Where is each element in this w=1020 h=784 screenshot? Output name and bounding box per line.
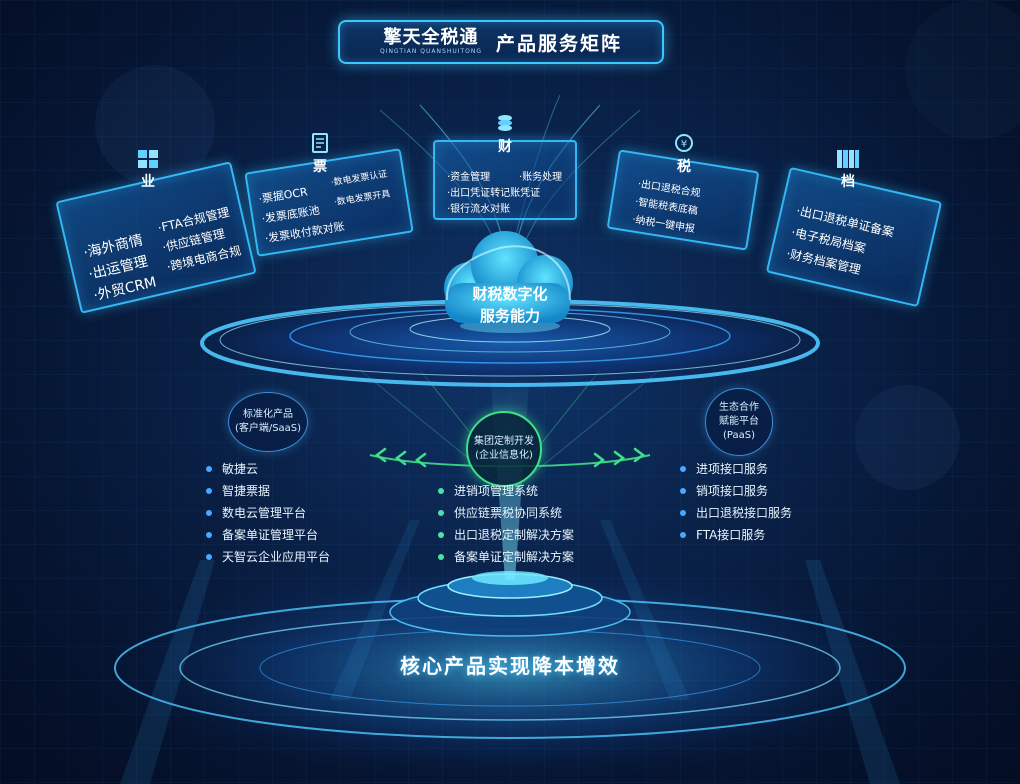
tag-label: 税 — [677, 159, 691, 175]
bullet-dot — [438, 532, 444, 538]
circle-line: 标准化产品 — [243, 409, 293, 420]
tag-label: 业 — [141, 174, 155, 190]
bullet-dot — [438, 554, 444, 560]
bullet-dot — [438, 488, 444, 494]
list-item: 进销项管理系统 — [438, 480, 574, 502]
tag-business: 业 — [136, 148, 160, 191]
bullet-dot — [206, 554, 212, 560]
circle-line: (PaaS) — [723, 430, 755, 441]
bullet-dot — [680, 510, 686, 516]
bullet-dot — [206, 488, 212, 494]
coin-stack-icon — [493, 113, 517, 135]
list-item: 天智云企业应用平台 — [206, 546, 330, 568]
circle-line: 赋能平台 — [719, 416, 759, 427]
list-item: 智捷票据 — [206, 480, 330, 502]
brand-name: 擎天全税通 — [383, 27, 479, 48]
background-bubble — [905, 0, 1020, 140]
cloud-shape — [444, 231, 573, 323]
panel-item: ·数电发票开具 — [333, 189, 392, 209]
list-item: 出口退税定制解决方案 — [438, 524, 574, 546]
panel-item: ·账务处理 — [519, 172, 563, 183]
list-group-custom: 进销项管理系统 供应链票税协同系统 出口退税定制解决方案 备案单证定制解决方案 — [438, 480, 574, 568]
circle-group-custom: 集团定制开发 (企业信息化) — [466, 411, 542, 487]
cloud-line: 财税数字化 — [472, 285, 548, 303]
bullet-dot — [206, 532, 212, 538]
circle-line: 生态合作 — [719, 402, 759, 413]
tag-tax: ¥ 税 — [672, 133, 696, 176]
list-item: 进项接口服务 — [680, 458, 792, 480]
tag-label: 票 — [313, 159, 327, 175]
document-icon — [308, 133, 332, 155]
bullet-dot — [680, 532, 686, 538]
title-banner: 擎天全税通 QINGTIAN QUANSHUITONG 产品服务矩阵 — [338, 20, 664, 64]
bullet-dot — [206, 466, 212, 472]
tag-label: 财 — [498, 139, 512, 155]
circle-line: (企业信息化) — [475, 450, 533, 461]
list-item: 备案单证管理平台 — [206, 524, 330, 546]
circle-line: 集团定制开发 — [474, 436, 534, 447]
core-title: 核心产品实现降本增效 — [400, 654, 620, 678]
list-item: 敏捷云 — [206, 458, 330, 480]
cloud-label: 财税数字化 服务能力 — [447, 283, 573, 327]
archive-icon — [836, 148, 860, 170]
list-item: 备案单证定制解决方案 — [438, 546, 574, 568]
svg-text:¥: ¥ — [681, 139, 687, 150]
bullet-dot — [206, 510, 212, 516]
bullet-dot — [438, 510, 444, 516]
panel-item: ·资金管理 — [447, 172, 491, 183]
bullet-dot — [680, 466, 686, 472]
bullet-dot — [680, 488, 686, 494]
page-title: 产品服务矩阵 — [496, 32, 623, 55]
circle-line: (客户端/SaaS) — [234, 423, 302, 434]
circle-standard-products: 标准化产品 (客户端/SaaS) — [228, 392, 308, 452]
list-item: 销项接口服务 — [680, 480, 792, 502]
tag-invoice: 票 — [308, 133, 332, 176]
panel-finance: ·资金管理 ·账务处理 ·出口凭证转记账凭证 ·银行流水对账 — [433, 140, 577, 220]
tag-label: 档 — [841, 174, 855, 190]
panel-item: ·出口凭证转记账凭证 — [447, 188, 541, 199]
list-item: FTA接口服务 — [680, 524, 792, 546]
list-item: 供应链票税协同系统 — [438, 502, 574, 524]
brand-logo: 擎天全税通 QINGTIAN QUANSHUITONG — [380, 28, 482, 56]
background-bubble — [855, 385, 960, 490]
list-standard-products: 敏捷云 智捷票据 数电云管理平台 备案单证管理平台 天智云企业应用平台 — [206, 458, 330, 568]
list-ecosystem: 进项接口服务 销项接口服务 出口退税接口服务 FTA接口服务 — [680, 458, 792, 546]
tag-finance: 财 — [493, 113, 517, 156]
circle-ecosystem: 生态合作 赋能平台 (PaaS) — [705, 388, 773, 456]
cloud-line: 服务能力 — [479, 307, 540, 325]
panel-item: ·银行流水对账 — [447, 204, 511, 215]
panel-item: ·数电发票认证 — [330, 169, 389, 189]
tag-archive: 档 — [836, 148, 860, 191]
tax-seal-icon: ¥ — [672, 133, 696, 155]
brand-name-en: QINGTIAN QUANSHUITONG — [379, 48, 483, 55]
list-item: 出口退税接口服务 — [680, 502, 792, 524]
list-item: 数电云管理平台 — [206, 502, 330, 524]
grid-icon — [136, 148, 160, 170]
